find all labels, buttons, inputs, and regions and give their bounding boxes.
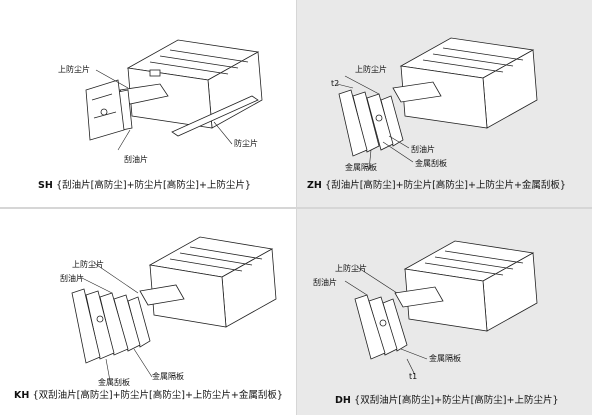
caption-kh-desc: {双刮油片[高防尘]+防尘片[高防尘]+上防尘片+金属刮板} bbox=[32, 390, 283, 401]
caption-kh-code: KH bbox=[14, 390, 30, 401]
caption-zh: ZH {刮油片[高防尘]+防尘片[高防尘]+上防尘片+金属刮板} bbox=[307, 181, 566, 191]
caption-dh-code: DH bbox=[335, 395, 351, 406]
label-metal-scraper: 金属刮板 bbox=[415, 159, 447, 168]
caption-zh-code: ZH bbox=[307, 180, 322, 191]
kh-block-illustration bbox=[71, 236, 277, 382]
caption-kh: KH {双刮油片[高防尘]+防尘片[高防尘]+上防尘片+金属刮板} bbox=[14, 391, 283, 401]
label-metal-plate: 金属隔板 bbox=[152, 372, 184, 381]
caption-dh-desc: {双刮油片[高防尘]+防尘片[高防尘]+上防尘片} bbox=[354, 395, 559, 406]
panel-dh: 上防尘片 刮油片 金属隔板 t1 DH {双刮油片[高防尘]+防尘片[高防尘]+… bbox=[296, 207, 592, 415]
label-top-dust-seal: 上防尘片 bbox=[335, 264, 367, 273]
caption-sh-desc: {刮油片[高防尘]+防尘片[高防尘]+上防尘片} bbox=[56, 180, 251, 191]
panel-sh: 上防尘片 防尘片 刮油片 SH {刮油片[高防尘]+防尘片[高防尘]+上防尘片} bbox=[0, 0, 296, 207]
label-scraper: 刮油片 bbox=[60, 274, 84, 283]
sh-block-illustration bbox=[85, 39, 263, 151]
label-scraper: 刮油片 bbox=[411, 145, 435, 154]
label-metal-scraper: 金属刮板 bbox=[98, 378, 130, 387]
dh-block-illustration bbox=[344, 240, 538, 376]
label-top-dust-seal: 上防尘片 bbox=[355, 65, 387, 74]
label-t1: t1 bbox=[409, 372, 418, 381]
label-top-dust-seal: 上防尘片 bbox=[72, 260, 104, 269]
caption-sh: SH {刮油片[高防尘]+防尘片[高防尘]+上防尘片} bbox=[38, 181, 251, 191]
label-scraper: 刮油片 bbox=[124, 155, 148, 164]
label-metal-plate: 金属隔板 bbox=[429, 354, 461, 363]
label-t2: t2 bbox=[331, 79, 340, 88]
label-dust-strip: 防尘片 bbox=[234, 139, 258, 148]
label-top-dust-seal: 上防尘片 bbox=[58, 65, 90, 74]
caption-dh: DH {双刮油片[高防尘]+防尘片[高防尘]+上防尘片} bbox=[335, 396, 559, 406]
caption-zh-desc: {刮油片[高防尘]+防尘片[高防尘]+上防尘片+金属刮板} bbox=[325, 180, 566, 191]
label-metal-plate: 金属隔板 bbox=[345, 163, 377, 172]
label-scraper: 刮油片 bbox=[313, 278, 337, 287]
zh-block-illustration bbox=[336, 37, 538, 171]
caption-sh-code: SH bbox=[38, 180, 53, 191]
panel-kh: 上防尘片 刮油片 金属隔板 金属刮板 KH {双刮油片[高防尘]+防尘片[高防尘… bbox=[0, 207, 296, 415]
panel-zh: 上防尘片 t2 刮油片 金属刮板 金属隔板 ZH {刮油片[高防尘]+防尘片[高… bbox=[296, 0, 592, 207]
